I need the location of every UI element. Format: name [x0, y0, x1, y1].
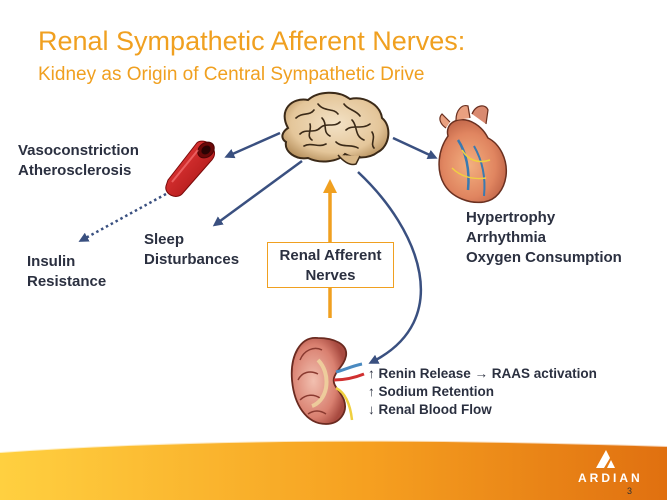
oxygen-consumption-text: Oxygen Consumption — [466, 249, 622, 266]
footer-band — [0, 439, 667, 500]
nerves-text: Nerves — [305, 267, 356, 284]
arrow-brain-to-kidney — [357, 171, 423, 364]
artery-icon — [165, 140, 215, 197]
kidney-icon — [290, 337, 365, 425]
disturbances-text: Disturbances — [144, 251, 240, 268]
arrhythmia-text: Arrhythmia — [466, 229, 547, 246]
vasoconstriction-text: Vasoconstriction — [18, 142, 139, 159]
heart-effects-label: Hypertrophy Arrhythmia Oxygen Consumptio… — [466, 208, 622, 268]
brain-icon — [281, 91, 390, 166]
page-number: 3 — [627, 486, 633, 496]
arrow-to-sleep — [212, 159, 303, 227]
slide-title: Renal Sympathetic Afferent Nerves: — [38, 26, 466, 56]
insulin-text: Insulin — [27, 253, 76, 270]
kidney-effects-list: ↑ Renin Release → RAAS activation ↑ Sodi… — [368, 365, 597, 419]
vasoconstriction-label: Vasoconstriction Atherosclerosis — [18, 141, 139, 181]
atherosclerosis-text: Atherosclerosis — [18, 162, 132, 179]
insulin-resistance-label: Insulin Resistance — [27, 252, 106, 292]
sodium-retention-item: ↑ Sodium Retention — [368, 384, 494, 399]
resistance-text: Resistance — [27, 273, 107, 290]
renal-afferent-text: Renal Afferent — [279, 247, 382, 264]
ardian-logo-text: ARDIAN — [578, 471, 643, 485]
heart-icon — [438, 105, 508, 204]
sleep-disturbances-label: Sleep Disturbances — [144, 230, 239, 270]
hypertrophy-text: Hypertrophy — [466, 209, 556, 226]
arrow-to-heart — [392, 136, 438, 160]
arrow-to-artery — [224, 131, 281, 159]
ardian-logo-icon — [596, 450, 615, 468]
slide-subtitle: Kidney as Origin of Central Sympathetic … — [38, 64, 425, 85]
renin-release-item: ↑ Renin Release → RAAS activation — [368, 366, 597, 381]
sleep-text: Sleep — [144, 231, 185, 248]
renal-blood-flow-item: ↓ Renal Blood Flow — [368, 402, 492, 417]
renal-afferent-nerves-box: Renal Afferent Nerves — [267, 242, 394, 288]
